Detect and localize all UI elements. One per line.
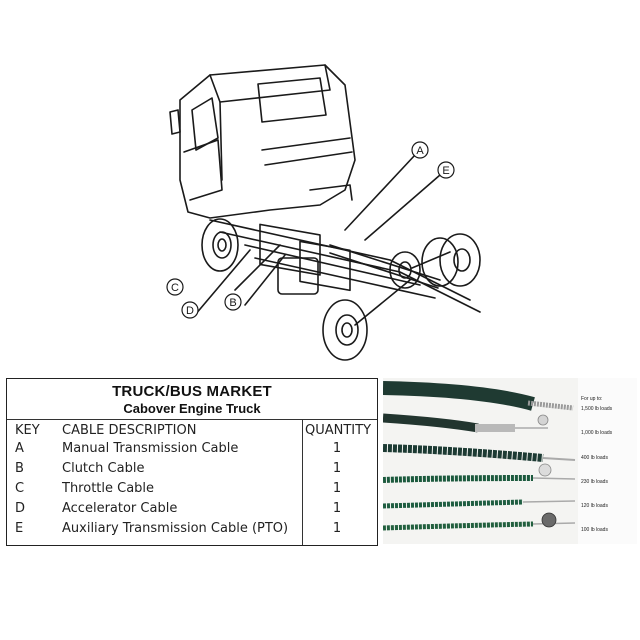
row-description: Accelerator Cable	[62, 501, 178, 516]
cable-key-table: TRUCK/BUS MARKET Cabover Engine Truck KE…	[6, 378, 378, 546]
load-label: 120 lb loads	[581, 503, 608, 509]
cab-front-window	[257, 77, 327, 123]
row-key: E	[15, 521, 24, 536]
row-quantity: 1	[332, 501, 342, 516]
cab-side-window	[191, 97, 219, 151]
row-quantity: 1	[332, 481, 342, 496]
load-heading: For up to:	[581, 396, 603, 402]
cab-body	[179, 64, 356, 219]
front-wheel	[201, 218, 239, 272]
cabover-truck-illustration: A E B C D	[166, 64, 481, 361]
row-quantity: 1	[332, 521, 342, 536]
header-description: CABLE DESCRIPTION	[62, 423, 197, 438]
table-title: TRUCK/BUS MARKET	[112, 383, 272, 400]
load-label: 230 lb loads	[581, 479, 608, 485]
row-key: D	[15, 501, 26, 516]
frame-rail	[209, 219, 471, 301]
load-label: 400 lb loads	[581, 455, 608, 461]
callout-a: A	[416, 145, 424, 157]
table-subtitle: Cabover Engine Truck	[123, 401, 261, 416]
callout-b: B	[229, 297, 236, 309]
table-column-divider	[302, 419, 303, 545]
header-quantity: QUANTITY	[305, 423, 372, 438]
cable-photo-art	[383, 378, 578, 544]
row-key: A	[15, 441, 24, 456]
row-description: Throttle Cable	[62, 481, 155, 496]
row-description: Clutch Cable	[62, 461, 145, 476]
load-label: 1,000 lb loads	[581, 430, 613, 436]
load-label: 100 lb loads	[581, 527, 608, 533]
row-key: C	[15, 481, 25, 496]
row-quantity: 1	[332, 461, 342, 476]
row-description: Auxiliary Transmission Cable (PTO)	[62, 521, 289, 536]
callout-d: D	[186, 305, 194, 317]
callout-c: C	[171, 282, 179, 294]
header-key: KEY	[15, 423, 40, 438]
fuel-tank	[277, 257, 319, 295]
rear-left-wheel	[322, 299, 368, 361]
table-divider	[7, 419, 377, 420]
row-description: Manual Transmission Cable	[62, 441, 239, 456]
rear-right-wheel	[439, 233, 481, 287]
load-label: 1,500 lb loads	[581, 406, 613, 412]
callout-e: E	[442, 165, 449, 177]
row-key: B	[15, 461, 24, 476]
row-quantity: 1	[332, 441, 342, 456]
cable-photo: For up to: 1,500 lb loads 1,000 lb loads…	[383, 378, 637, 544]
